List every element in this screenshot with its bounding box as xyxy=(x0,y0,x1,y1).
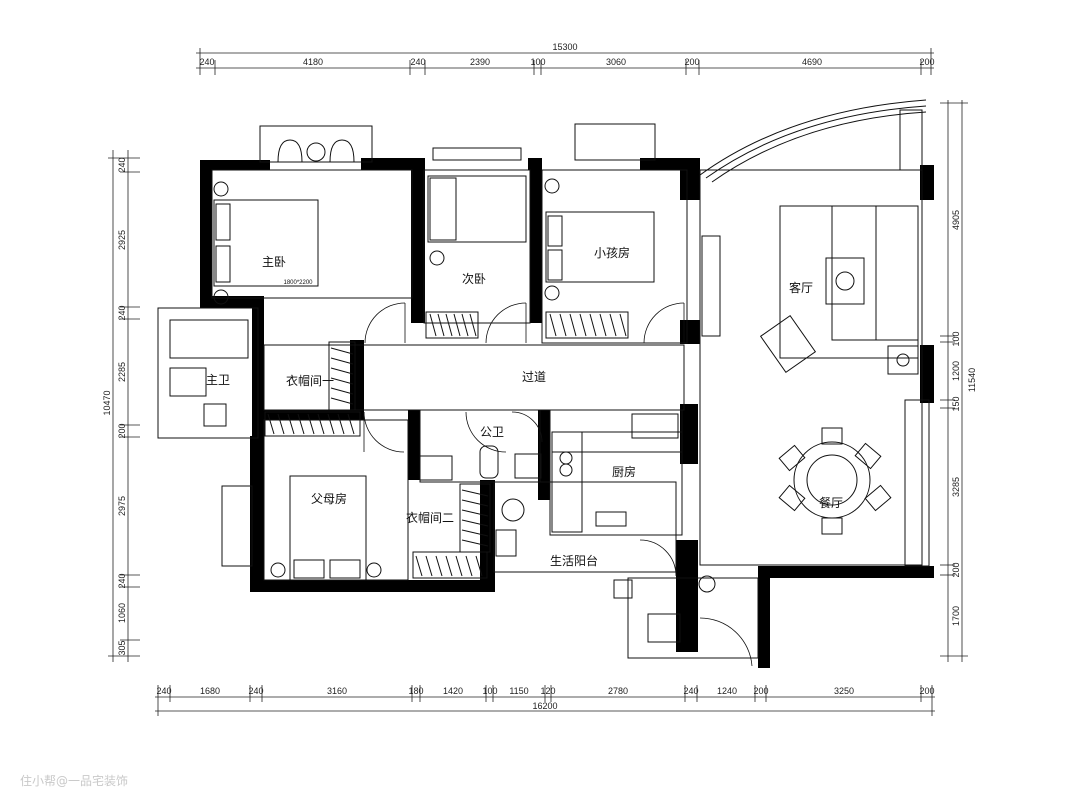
dim-right-1: 100 xyxy=(951,331,961,346)
dim-bottom-4: 180 xyxy=(408,686,423,696)
label-bed-size: 1800*2200 xyxy=(283,280,313,286)
dim-top-total: 15300 xyxy=(552,42,577,52)
dim-left-6: 240 xyxy=(117,573,127,588)
dim-bottom-7: 1150 xyxy=(509,686,528,696)
dim-right-3: 150 xyxy=(951,396,961,411)
dim-right-2: 1200 xyxy=(951,361,961,381)
dim-right-6: 1700 xyxy=(951,606,961,626)
dining-furniture xyxy=(778,427,892,535)
dim-top-6: 200 xyxy=(684,57,699,67)
dim-bottom-9: 2780 xyxy=(608,686,628,696)
dim-bottom-12: 200 xyxy=(753,686,768,696)
dim-top-3: 2390 xyxy=(470,57,490,67)
wardrobes xyxy=(264,311,629,579)
dim-left-2: 240 xyxy=(117,305,127,320)
room-outlines xyxy=(157,109,930,659)
fixtures xyxy=(169,319,716,643)
dim-bottom-13: 3250 xyxy=(834,686,854,696)
dim-top-8: 200 xyxy=(919,57,934,67)
curved-window xyxy=(699,99,927,183)
bay-chairs xyxy=(277,139,355,163)
label-second-bedroom: 次卧 xyxy=(462,272,486,286)
dim-right-0: 4905 xyxy=(951,210,961,230)
dim-bottom-11: 1240 xyxy=(717,686,737,696)
dim-top-5: 3060 xyxy=(606,57,626,67)
watermark: 住小帮@一品宅装饰 xyxy=(20,774,129,788)
dim-bottom-5: 1420 xyxy=(443,686,463,696)
dim-bottom-total: 16200 xyxy=(532,701,557,711)
dim-bottom-6: 100 xyxy=(482,686,497,696)
label-master-bedroom: 主卧 xyxy=(262,255,286,269)
label-kids-room: 小孩房 xyxy=(594,245,630,260)
dim-bottom-1: 1680 xyxy=(200,686,220,696)
label-dining-room: 餐厅 xyxy=(819,495,843,510)
dim-top-4: 100 xyxy=(530,57,545,67)
beds xyxy=(213,175,655,581)
dim-right-5: 200 xyxy=(951,562,961,577)
dim-left-total: 10470 xyxy=(102,390,112,415)
dim-left-1: 2925 xyxy=(117,230,127,250)
walls xyxy=(200,158,934,668)
doors xyxy=(363,302,753,667)
dim-bottom-8: 120 xyxy=(540,686,555,696)
dim-bottom-2: 240 xyxy=(248,686,263,696)
label-cloakroom-one: 衣帽间一 xyxy=(286,373,334,388)
dim-left-5: 2975 xyxy=(117,496,127,516)
dim-bottom-3: 3160 xyxy=(327,686,347,696)
dim-left-8: 305 xyxy=(117,640,127,655)
dim-left-4: 200 xyxy=(117,423,127,438)
dim-top-0: 240 xyxy=(199,57,214,67)
dim-bottom-0: 240 xyxy=(156,686,171,696)
label-parents-room: 父母房 xyxy=(311,491,347,506)
label-corridor: 过道 xyxy=(522,370,546,384)
dim-top-2: 240 xyxy=(410,57,425,67)
dim-right-4: 3285 xyxy=(951,477,961,497)
dim-bottom-10: 240 xyxy=(683,686,698,696)
dim-bottom-14: 200 xyxy=(919,686,934,696)
dim-left-7: 1060 xyxy=(117,603,127,623)
label-public-bath: 公卫 xyxy=(480,425,504,439)
label-kitchen: 厨房 xyxy=(612,464,636,479)
label-master-bath: 主卫 xyxy=(206,373,230,387)
label-utility-balcony: 生活阳台 xyxy=(550,553,598,568)
dim-top-7: 4690 xyxy=(802,57,822,67)
living-furniture xyxy=(701,205,919,375)
dim-top-1: 4180 xyxy=(303,57,323,67)
dim-left-0: 240 xyxy=(117,157,127,172)
dimension-lines xyxy=(108,48,968,716)
dim-right-total: 11540 xyxy=(967,368,977,392)
label-living-room: 客厅 xyxy=(789,280,813,295)
label-cloakroom-two: 衣帽间二 xyxy=(406,510,454,525)
dim-left-3: 2285 xyxy=(117,362,127,382)
